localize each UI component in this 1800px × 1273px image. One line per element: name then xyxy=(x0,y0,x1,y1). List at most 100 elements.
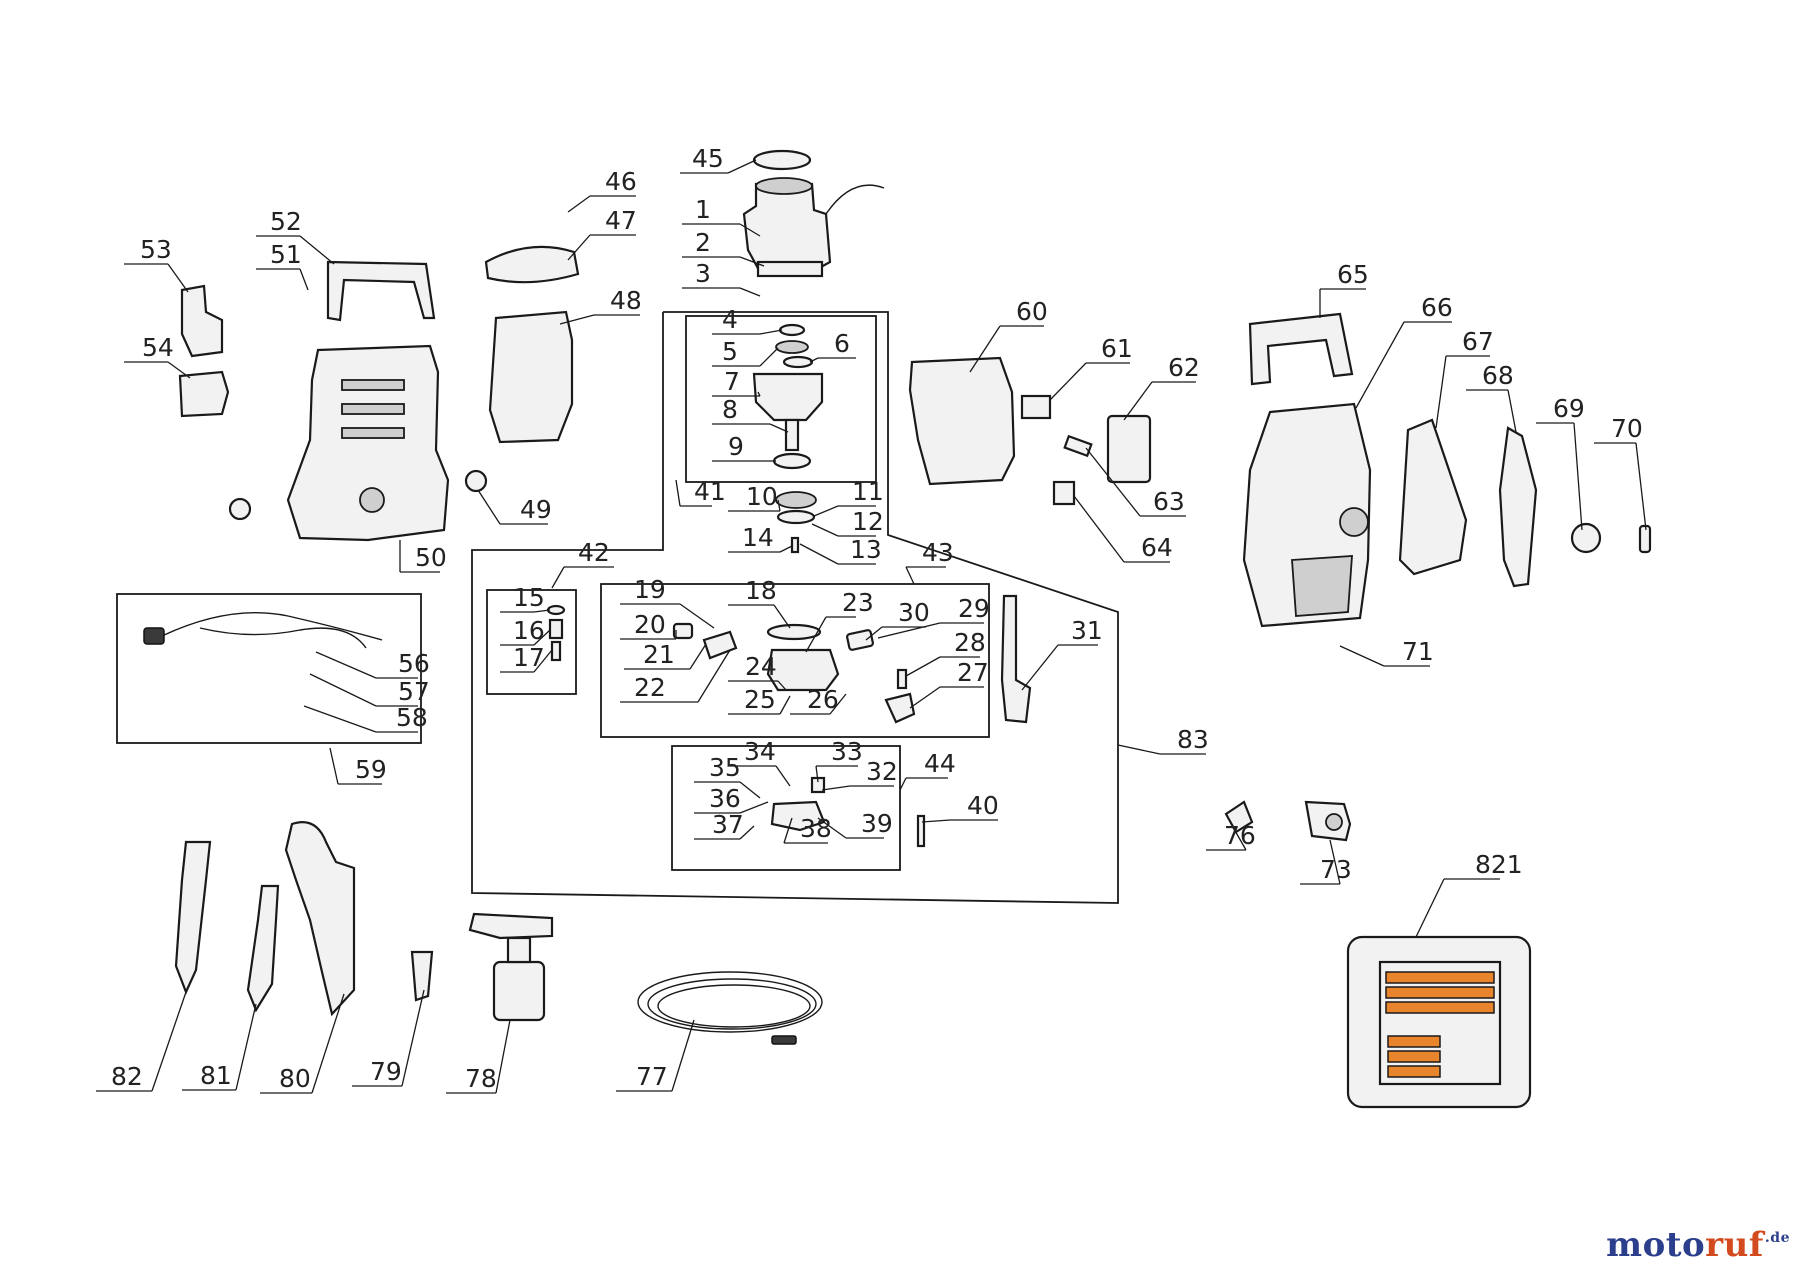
part-label-28: 28 xyxy=(954,628,986,657)
part-label-79: 79 xyxy=(370,1057,402,1086)
leader-821 xyxy=(1415,878,1445,938)
label-stripe-1 xyxy=(1385,971,1495,984)
leader-68 xyxy=(1507,389,1517,433)
part-label-70: 70 xyxy=(1611,414,1643,443)
leader-12 xyxy=(811,523,839,537)
box-43 xyxy=(600,583,990,738)
leader-16 xyxy=(533,629,551,646)
leader-18 xyxy=(773,604,791,629)
part-label-67: 67 xyxy=(1462,327,1494,356)
leader-35 xyxy=(739,781,761,799)
power-cable-coil xyxy=(199,627,367,649)
leader-69 xyxy=(1573,422,1583,531)
part-label-65: 65 xyxy=(1337,260,1369,289)
rear-housing-part-50 xyxy=(286,344,450,542)
part-label-30: 30 xyxy=(898,598,930,627)
leader-5 xyxy=(759,347,779,367)
leader-11 xyxy=(813,505,839,517)
leader-27 xyxy=(909,686,941,709)
motor-top xyxy=(755,177,813,195)
part-label-37: 37 xyxy=(712,810,744,839)
hose-part-77 xyxy=(637,971,823,1033)
part-label-27: 27 xyxy=(957,658,989,687)
leader-77 xyxy=(671,1019,695,1092)
leader-52 xyxy=(299,235,335,265)
part-label-78: 78 xyxy=(465,1064,497,1093)
leader-33 xyxy=(815,765,819,783)
housing-part-60 xyxy=(908,356,1016,486)
watermark-part3: .de xyxy=(1764,1230,1790,1246)
part-label-52: 52 xyxy=(270,207,302,236)
part-label-47: 47 xyxy=(605,206,637,235)
valve-part-20 xyxy=(672,622,694,640)
leader-14 xyxy=(779,545,793,553)
leader-57 xyxy=(309,673,377,707)
knob-part-69 xyxy=(1570,522,1602,554)
part-label-21: 21 xyxy=(643,640,675,669)
part-label-49: 49 xyxy=(520,495,552,524)
part-label-3: 3 xyxy=(695,259,711,288)
part-label-73: 73 xyxy=(1320,855,1352,884)
leader-19 xyxy=(679,603,715,629)
part-label-41: 41 xyxy=(694,477,726,506)
leader-56 xyxy=(315,651,377,679)
leader-58 xyxy=(303,705,377,733)
valve-part-27 xyxy=(884,692,916,724)
leader-83 xyxy=(1117,744,1161,755)
pin-part-14 xyxy=(790,536,800,554)
leader-7 xyxy=(757,391,761,397)
label-stripe-2 xyxy=(1385,986,1495,999)
leader-10 xyxy=(777,499,781,512)
side-panel-part-67 xyxy=(1398,418,1468,576)
lance-part-81 xyxy=(246,884,280,1013)
cover-part-47 xyxy=(484,245,580,284)
part-label-14: 14 xyxy=(742,523,774,552)
part-label-31: 31 xyxy=(1071,616,1103,645)
leader-51 xyxy=(299,268,309,291)
pump-head-part-7 xyxy=(752,372,824,422)
label-stripe-4 xyxy=(1387,1035,1441,1048)
leader-1 xyxy=(739,223,761,237)
relay-part-64 xyxy=(1052,480,1076,506)
part-label-5: 5 xyxy=(722,337,738,366)
front-grille xyxy=(1291,555,1353,617)
part-label-68: 68 xyxy=(1482,361,1514,390)
part-label-44: 44 xyxy=(924,749,956,778)
part-label-36: 36 xyxy=(709,784,741,813)
leader-38 xyxy=(783,817,793,844)
leader-79 xyxy=(401,989,425,1087)
leader-61 xyxy=(1049,362,1087,401)
part-label-2: 2 xyxy=(695,228,711,257)
housing-slot-a xyxy=(341,379,405,391)
part-label-81: 81 xyxy=(200,1061,232,1090)
leader-62 xyxy=(1123,381,1153,421)
part-label-46: 46 xyxy=(605,167,637,196)
clip-part-49-right xyxy=(464,469,488,493)
leader-76 xyxy=(1229,821,1247,851)
leader-64 xyxy=(1073,495,1125,563)
leader-78 xyxy=(495,1019,511,1094)
leader-40 xyxy=(921,819,951,823)
shaft-part-8 xyxy=(784,418,800,452)
handle-part-65 xyxy=(1248,312,1354,386)
foam-nozzle-part-78 xyxy=(468,912,554,940)
leader-4 xyxy=(759,329,783,335)
clip-part-70 xyxy=(1638,524,1652,554)
leader-48 xyxy=(559,314,595,325)
part-label-1: 1 xyxy=(695,195,711,224)
cover-part-68 xyxy=(1498,426,1538,588)
microswitch-part-31 xyxy=(1000,594,1032,724)
part-label-69: 69 xyxy=(1553,394,1585,423)
part-label-54: 54 xyxy=(142,333,174,362)
leader-26 xyxy=(829,693,847,715)
part-label-48: 48 xyxy=(610,286,642,315)
screw-part-40 xyxy=(916,814,926,848)
holder-part-53 xyxy=(180,284,224,358)
part-label-77: 77 xyxy=(636,1062,668,1091)
carry-handle-part-52 xyxy=(326,260,436,322)
watermark-part1: moto xyxy=(1606,1225,1706,1265)
seal-ring-part-45 xyxy=(752,149,812,171)
coupling-bore xyxy=(1325,813,1343,831)
part-label-7: 7 xyxy=(724,367,740,396)
